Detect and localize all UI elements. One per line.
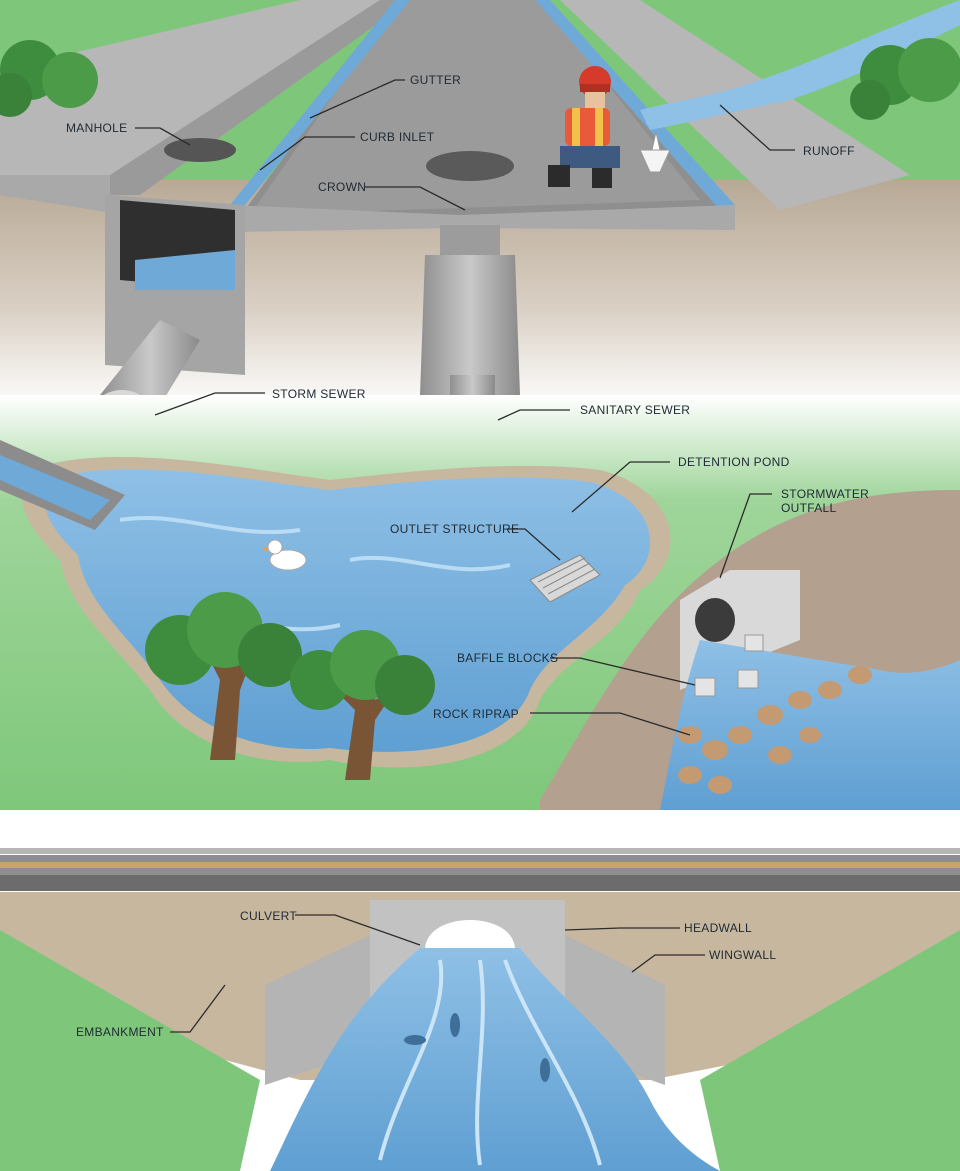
label-gutter: GUTTER <box>410 73 461 87</box>
label-embankment: EMBANKMENT <box>76 1025 164 1039</box>
label-stormwater-outfall: STORMWATER OUTFALL <box>781 487 891 515</box>
culvert-section <box>0 810 960 1171</box>
label-runoff: RUNOFF <box>803 144 855 158</box>
label-rock-riprap: ROCK RIPRAP <box>433 707 519 721</box>
street-section <box>0 0 960 464</box>
label-wingwall: WINGWALL <box>709 948 776 962</box>
crown-manhole-cover <box>426 151 514 181</box>
pond-section <box>0 395 960 815</box>
baffle-block <box>738 670 758 688</box>
label-culvert: CULVERT <box>240 909 297 923</box>
label-headwall: HEADWALL <box>684 921 752 935</box>
label-sanitary-sewer: SANITARY SEWER <box>580 403 690 417</box>
label-stormwater-outfall-line2: OUTFALL <box>781 501 891 515</box>
label-storm-sewer: STORM SEWER <box>272 387 366 401</box>
baffle-block <box>745 635 763 651</box>
label-curb-inlet: CURB INLET <box>360 130 434 144</box>
label-outlet-structure: OUTLET STRUCTURE <box>390 522 519 536</box>
label-manhole: MANHOLE <box>66 121 127 135</box>
baffle-block <box>695 678 715 696</box>
label-stormwater-outfall-line1: STORMWATER <box>781 487 891 501</box>
label-crown: CROWN <box>318 180 366 194</box>
label-detention-pond: DETENTION POND <box>678 455 790 469</box>
manhole-cover <box>164 138 236 162</box>
label-baffle-blocks: BAFFLE BLOCKS <box>457 651 558 665</box>
